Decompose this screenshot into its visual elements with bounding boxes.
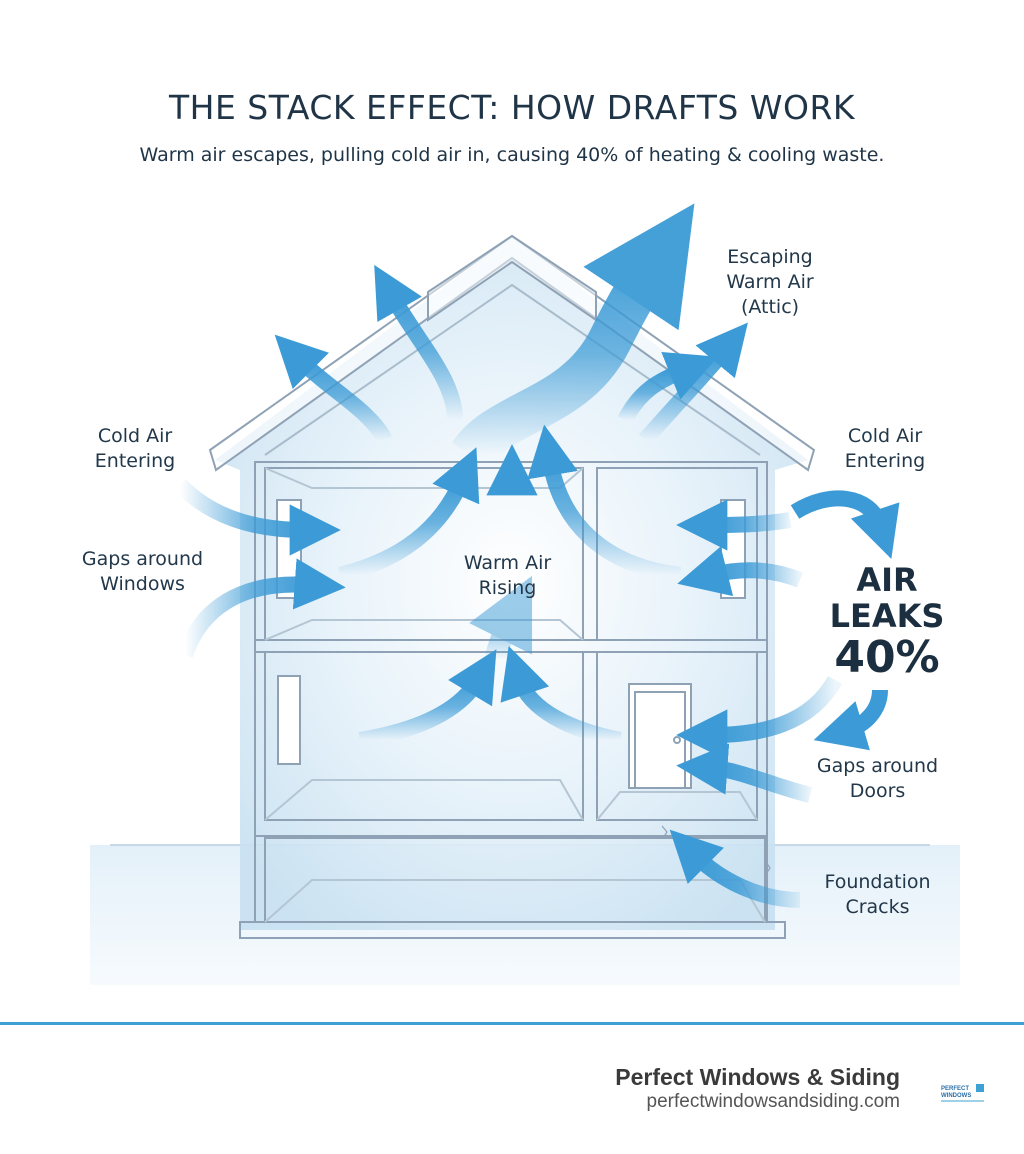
logo-line-2: WINDOWS	[941, 1093, 971, 1099]
house-diagram	[90, 203, 960, 985]
footer-divider	[0, 1022, 1024, 1025]
attic-escape-arrows	[274, 264, 748, 446]
escaping-warm-air-arrow	[451, 203, 695, 469]
company-url[interactable]: perfectwindowsandsiding.com	[646, 1091, 900, 1112]
air-leaks-stat: AIR LEAKS 40%	[812, 562, 962, 682]
company-name: Perfect Windows & Siding	[615, 1064, 900, 1090]
label-escaping-warm-air: Escaping Warm Air (Attic)	[726, 246, 814, 318]
logo-line-1: PERFECT	[941, 1086, 969, 1092]
stat-line-2: LEAKS	[829, 597, 945, 635]
company-logo: PERFECT WINDOWS	[941, 1084, 984, 1102]
label-warm-air-rising: Warm Air Rising	[463, 552, 552, 599]
diagram-subtitle: Warm air escapes, pulling cold air in, c…	[139, 144, 885, 166]
logo-mark	[976, 1084, 984, 1092]
door	[628, 683, 692, 789]
cold-air-loop-arrow	[790, 490, 900, 559]
warm-air-rising-arrows	[338, 424, 682, 748]
label-gaps-doors: Gaps around Doors	[816, 755, 939, 802]
foundation-cracks	[661, 825, 771, 875]
stat-percent: 40%	[834, 632, 940, 683]
label-gaps-windows: Gaps around Windows	[81, 548, 204, 595]
label-cold-air-right: Cold Air Entering	[844, 425, 926, 472]
label-cold-air-left: Cold Air Entering	[94, 425, 176, 472]
cold-air-right-arrows	[669, 499, 842, 908]
label-foundation-cracks: Foundation Cracks	[824, 871, 931, 918]
cold-air-left-arrows	[174, 479, 346, 658]
air-leak-arrow	[813, 689, 888, 751]
stat-line-1: AIR	[856, 561, 918, 599]
diagram-title: THE STACK EFFECT: HOW DRAFTS WORK	[168, 88, 856, 127]
